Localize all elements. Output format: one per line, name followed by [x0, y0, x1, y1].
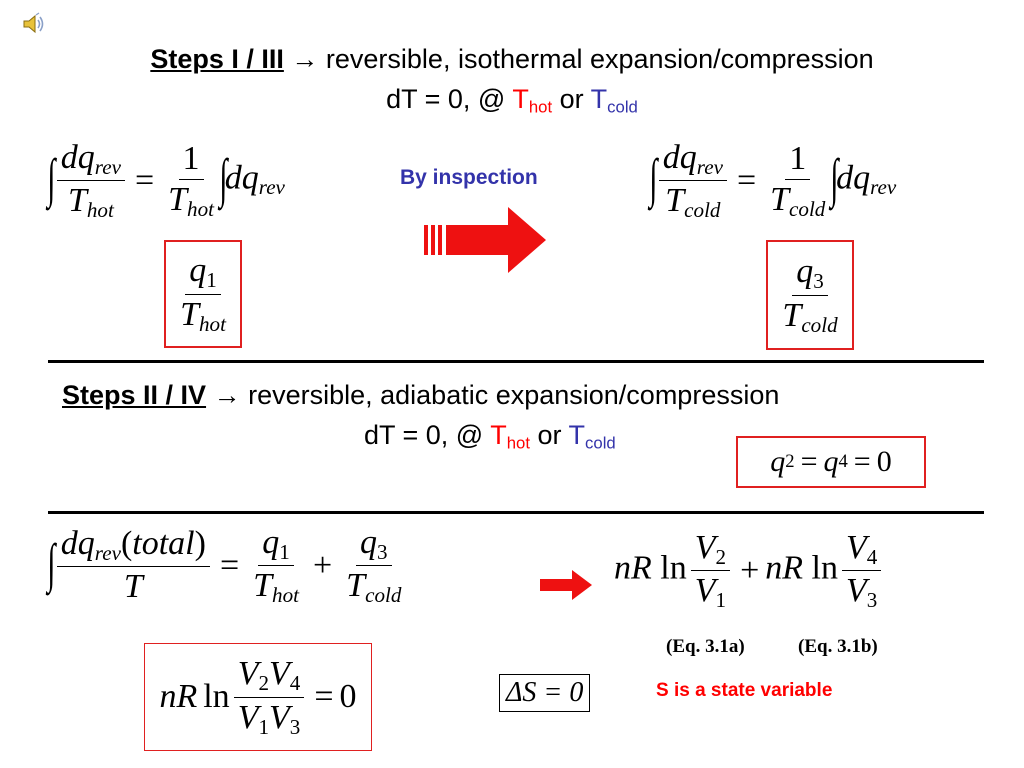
section1-t-hot-base: T — [512, 84, 529, 114]
section2-heading: Steps II / IV → reversible, adiabatic ex… — [62, 380, 779, 411]
delta-s-zero-box: ΔS = 0 — [499, 674, 591, 712]
section2-heading-rest: reversible, adiabatic expansion/compress… — [248, 380, 780, 410]
by-inspection-label: By inspection — [400, 166, 538, 189]
section1-condition-or: or — [552, 84, 591, 114]
section2-heading-label: Steps II / IV — [62, 380, 207, 410]
section2-t-hot-sub: hot — [506, 433, 530, 453]
section2-arrow: → — [213, 380, 241, 410]
section1-heading-label: Steps I / III — [150, 44, 284, 74]
section1-t-cold-base: T — [590, 84, 608, 114]
section1-t-cold-sub: cold — [607, 97, 638, 117]
section1-heading-rest: reversible, isothermal expansion/compres… — [325, 44, 874, 74]
eq-3-1b-label: (Eq. 3.1b) — [798, 636, 878, 657]
section1-t-cold: Tcold — [590, 84, 638, 117]
state-variable-note: S is a state variable — [656, 680, 833, 701]
section2-condition-or: or — [530, 420, 569, 450]
section2-t-hot: Thot — [490, 420, 530, 453]
section1-condition: dT = 0, @ Thot or Tcold — [0, 84, 1024, 118]
section1-arrow: → — [291, 44, 319, 74]
small-right-arrow-icon — [540, 570, 592, 600]
divider-1 — [48, 360, 984, 363]
section2-t-cold: Tcold — [568, 420, 616, 453]
section2-t-hot-base: T — [490, 420, 507, 450]
big-right-arrow-icon — [424, 207, 546, 273]
divider-2 — [48, 511, 984, 514]
section2-t-cold-sub: cold — [585, 433, 616, 453]
section2-condition: dT = 0, @ Thot or Tcold — [364, 420, 616, 454]
eq-3-1a-label: (Eq. 3.1a) — [666, 636, 745, 657]
section1-t-hot-sub: hot — [528, 97, 553, 117]
section1-t-hot: Thot — [512, 84, 553, 117]
section1-heading: Steps I / III → reversible, isothermal e… — [0, 44, 1024, 75]
section2-condition-prefix: dT = 0, @ — [364, 420, 491, 450]
section1-condition-prefix: dT = 0, @ — [386, 84, 513, 114]
section2-t-cold-base: T — [568, 420, 586, 450]
speaker-icon[interactable] — [22, 12, 46, 36]
